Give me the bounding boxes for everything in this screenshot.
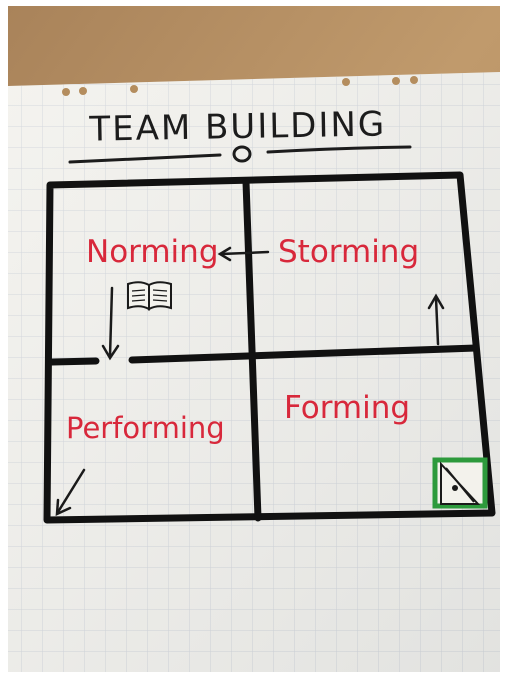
stage-label-forming: Forming — [284, 390, 410, 426]
arrow-icon — [101, 286, 120, 361]
book-icon — [127, 281, 172, 311]
stage-label-norming: Norming — [86, 234, 219, 270]
page-title: TEAM BUILDING — [88, 104, 386, 149]
arrow-icon — [217, 246, 270, 262]
punch-holes — [62, 76, 418, 96]
quadrant-grid — [43, 171, 496, 524]
door-icon — [432, 457, 488, 509]
arrow-icon — [55, 468, 86, 517]
title-underline — [68, 145, 412, 164]
arrow-icon — [427, 293, 445, 346]
stage-label-performing: Performing — [66, 411, 225, 445]
stage-label-storming: Storming — [278, 234, 419, 270]
